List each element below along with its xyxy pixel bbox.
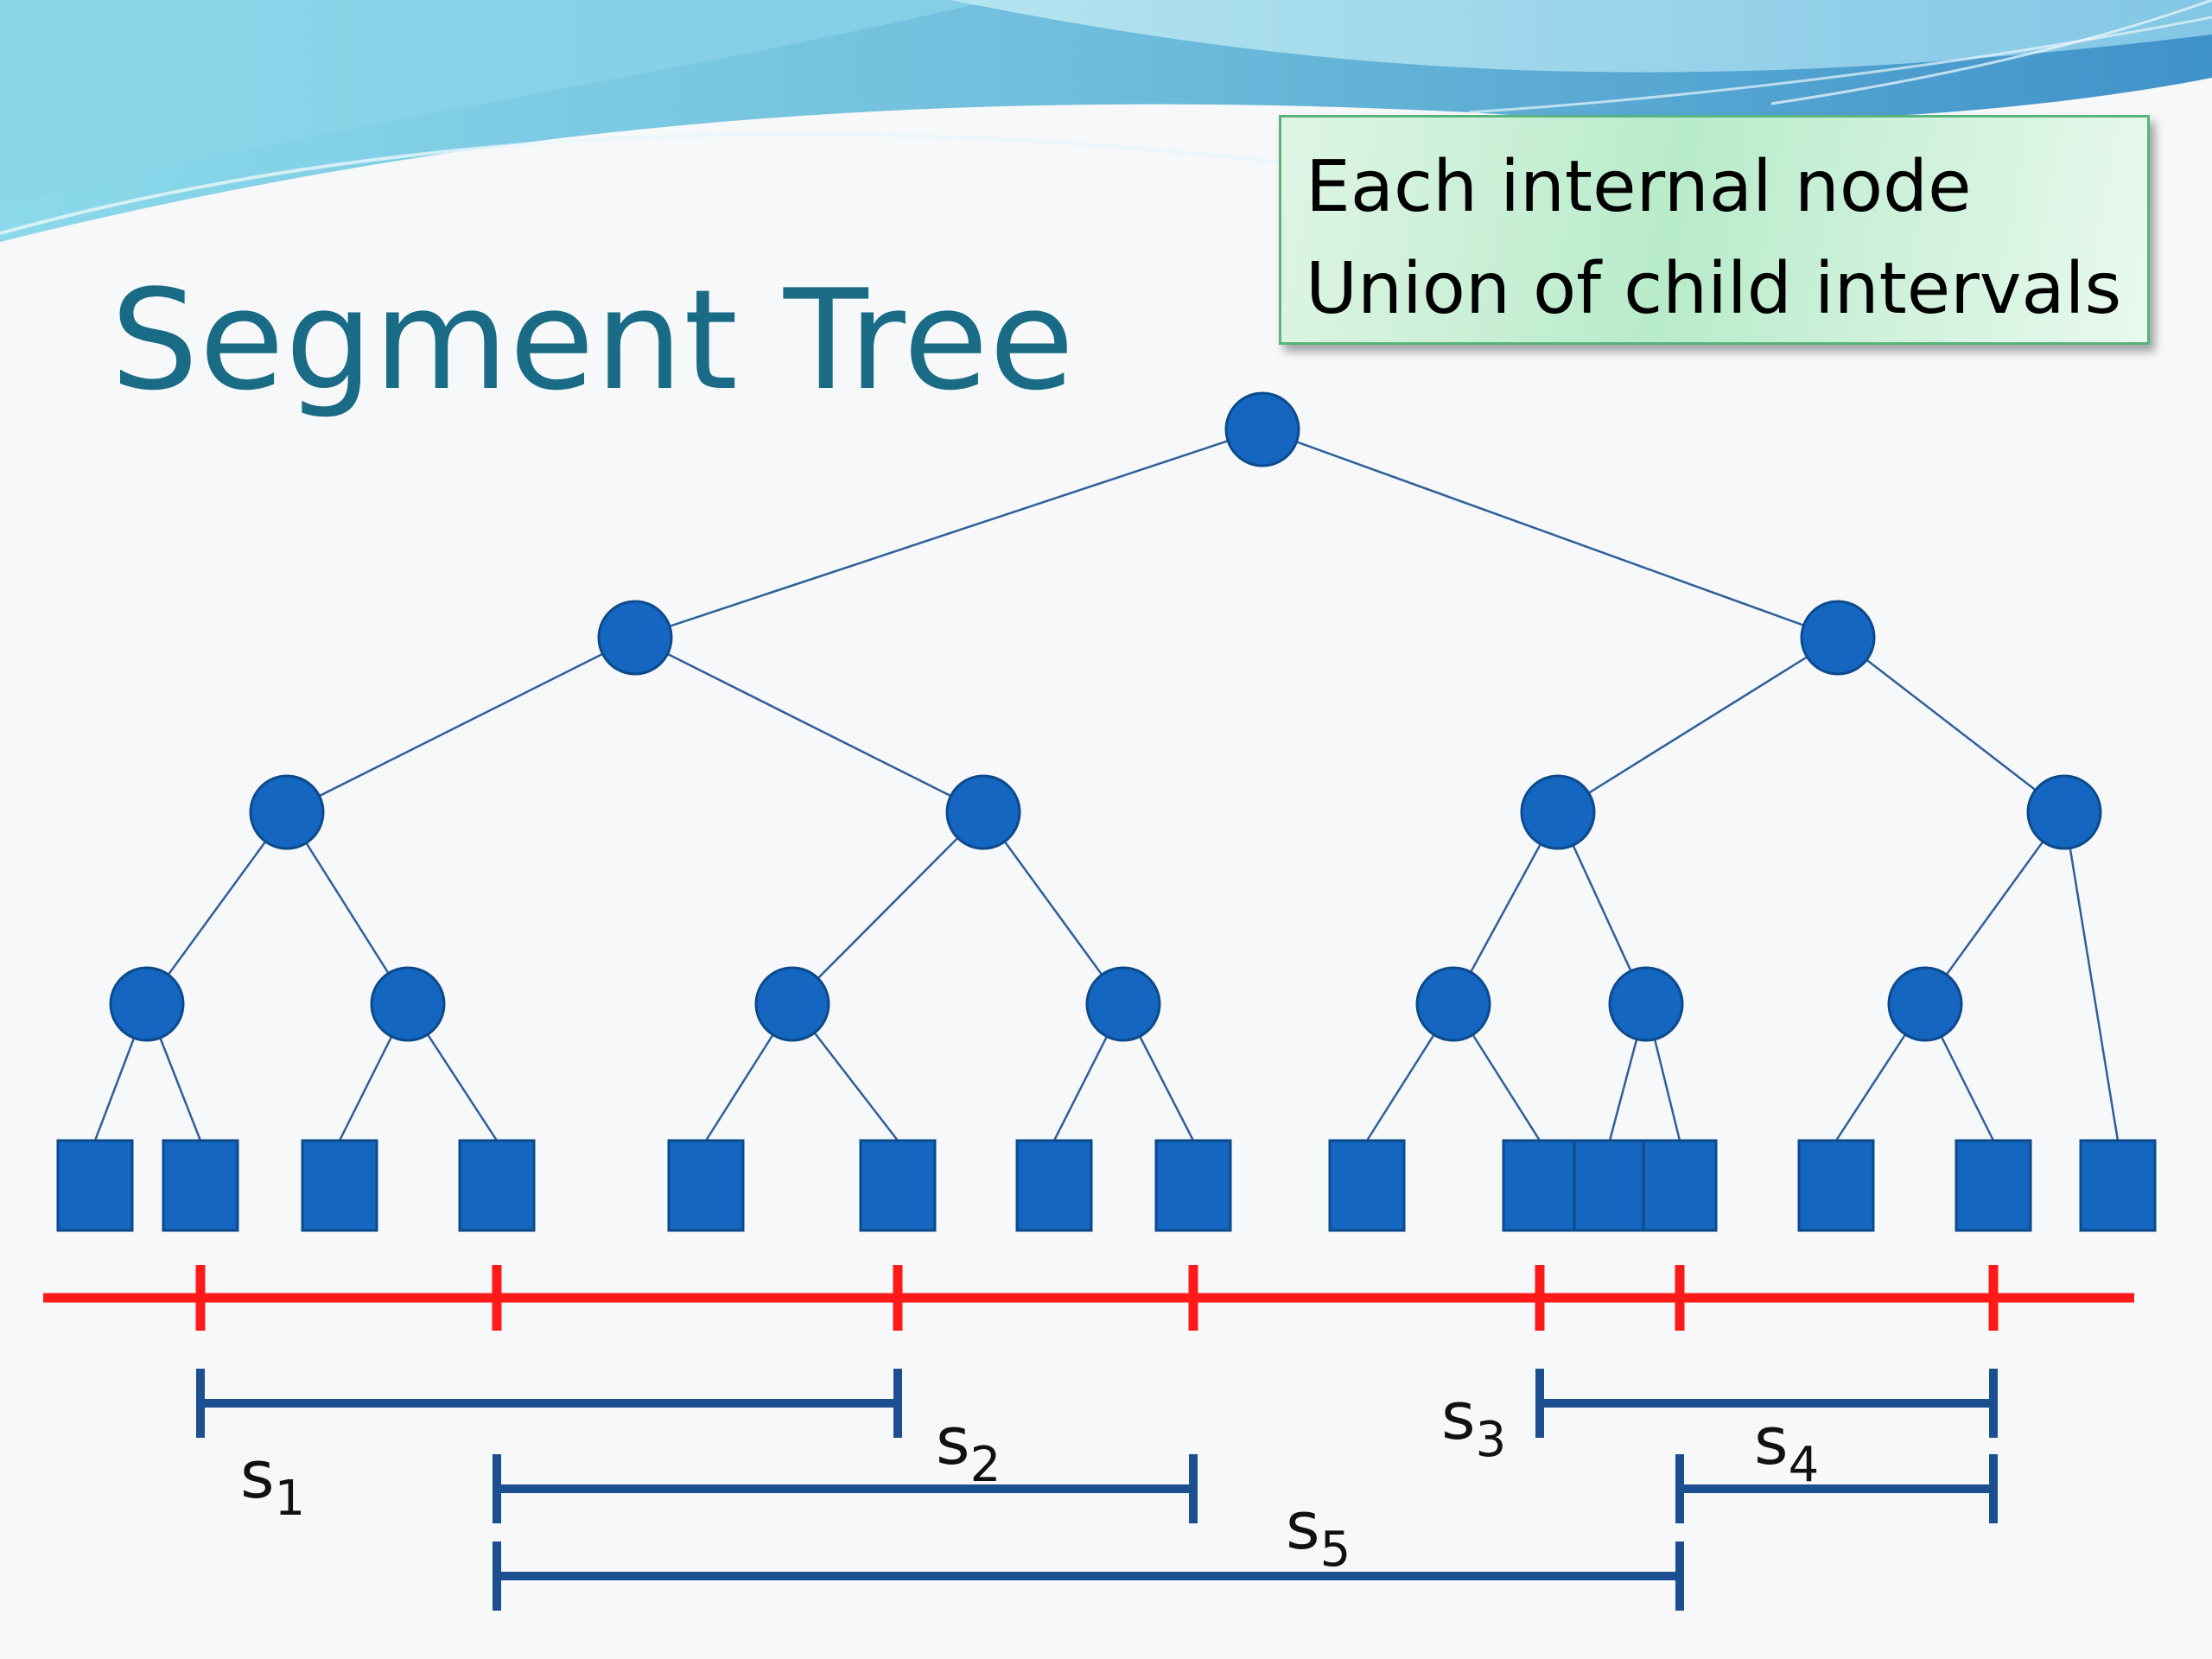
tree-leaves (56, 1139, 2157, 1232)
segment-label: s5 (1286, 1487, 1351, 1578)
segment-interval (1675, 1454, 1998, 1523)
internal-node (597, 600, 673, 676)
internal-node (370, 966, 446, 1042)
leaf-node (1642, 1139, 1718, 1232)
leaf-node (1797, 1139, 1875, 1232)
internal-node (109, 966, 185, 1042)
segments (196, 1369, 1998, 1611)
segment-interval (493, 1454, 1198, 1523)
tree-edge (1557, 636, 1839, 814)
tree-edge (982, 811, 1125, 1005)
segment-label-subscript: 3 (1476, 1412, 1507, 1468)
internal-node (1608, 966, 1684, 1042)
leaf-node (2079, 1139, 2157, 1232)
leaf-node (1015, 1139, 1093, 1232)
leaf-node (1502, 1139, 1578, 1232)
tree-edge (285, 811, 410, 1005)
segment-label: s1 (240, 1436, 305, 1527)
tree-edge (1837, 637, 2065, 813)
leaf-node (667, 1139, 745, 1232)
internal-node (1800, 600, 1876, 676)
tree-edge (2063, 811, 2120, 1141)
leaf-node (1573, 1139, 1647, 1232)
segment-interval (493, 1541, 1684, 1611)
internal-node (1887, 966, 1963, 1042)
leaf-node (56, 1139, 134, 1232)
segment-label-subscript: 1 (275, 1471, 306, 1527)
callout-line-2: Union of child intervals (1306, 248, 2122, 330)
leaf-node (458, 1139, 536, 1232)
internal-node (754, 966, 830, 1042)
leaf-node (301, 1139, 378, 1232)
tree-edge (634, 636, 984, 814)
number-line (43, 1265, 2134, 1331)
internal-node (1224, 391, 1300, 467)
segment-label-subscript: 5 (1320, 1522, 1351, 1578)
tree-edge (1923, 811, 2066, 1005)
callout-line-1: Each internal node (1306, 146, 1972, 228)
segment-label: s3 (1441, 1377, 1506, 1468)
tree-edge (145, 811, 289, 1005)
segment-label: s2 (936, 1402, 1001, 1493)
internal-node (1415, 966, 1491, 1042)
leaf-node (1955, 1139, 2032, 1232)
internal-node (1085, 966, 1161, 1042)
callout-box: Each internal node Union of child interv… (1279, 115, 2150, 345)
tree-edge (634, 428, 1263, 639)
internal-node (1520, 774, 1596, 850)
internal-node (2026, 774, 2102, 850)
tree-edge (791, 811, 984, 1005)
segment-interval (1535, 1369, 1998, 1438)
internal-node (249, 774, 325, 850)
slide-title: Segment Tree (111, 259, 1076, 421)
segment-label-subscript: 2 (970, 1437, 1001, 1493)
tree-edge (1262, 428, 1839, 639)
segment-interval (196, 1369, 902, 1438)
leaf-node (1328, 1139, 1406, 1232)
tree-nodes (109, 391, 2102, 1042)
internal-node (945, 774, 1021, 850)
leaf-node (162, 1139, 239, 1232)
segment-label-subscript: 4 (1789, 1437, 1820, 1493)
leaf-node (859, 1139, 937, 1232)
leaf-node (1154, 1139, 1232, 1232)
segment-label: s4 (1754, 1402, 1819, 1493)
tree-edge (286, 636, 636, 814)
